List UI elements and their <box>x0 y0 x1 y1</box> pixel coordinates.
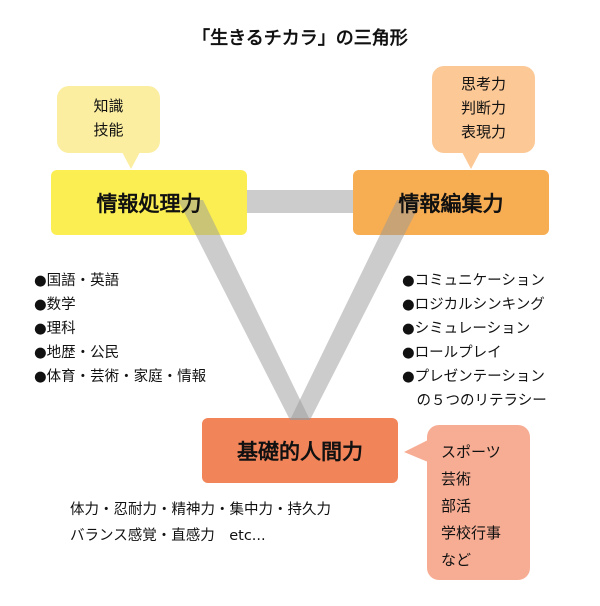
list-item: ●ロジカルシンキング <box>402 297 545 313</box>
bubble-item: 芸術 <box>441 470 472 488</box>
bubble-item: 思考力 <box>460 75 506 93</box>
list-item: の５つのリテラシー <box>402 393 547 409</box>
basic-human-box <box>202 418 398 483</box>
knowledge-bubble-tail <box>122 152 140 169</box>
activities-bubble: スポーツ 芸術 部活 学校行事 など <box>427 425 530 580</box>
bubble-item: 表現力 <box>460 123 506 141</box>
triangle-right-edge <box>290 200 422 420</box>
bubble-item: 知識 <box>93 97 124 115</box>
basic-human-label: 基礎的人間力 <box>237 439 363 464</box>
info-processing-label: 情報処理力 <box>96 191 202 216</box>
diagram-title: 「生きるチカラ」の三角形 <box>192 28 408 49</box>
knowledge-bubble: 知識 技能 <box>57 86 160 153</box>
list-item: ●国語・英語 <box>34 273 120 289</box>
bubble-item: 判断力 <box>460 99 506 117</box>
text-line: バランス感覚・直感力 etc... <box>70 528 266 544</box>
info-processing-label-wrap: 情報処理力 <box>51 170 247 235</box>
thinking-bubble-tail <box>462 152 480 169</box>
bubble-item: 技能 <box>93 121 124 139</box>
list-item: ●数学 <box>34 297 76 313</box>
basic-human-label-wrap: 基礎的人間力 <box>202 418 398 483</box>
list-item: ●シミュレーション <box>402 321 531 337</box>
thinking-bubble: 思考力 判断力 表現力 <box>432 66 535 153</box>
info-editing-label-wrap: 情報編集力 <box>353 170 549 235</box>
list-item: ●地歴・公民 <box>34 345 120 361</box>
literacy-list: ●コミュニケーション ●ロジカルシンキング ●シミュレーション ●ロールプレイ … <box>402 269 547 413</box>
human-qualities-text: 体力・忍耐力・精神力・集中力・持久力 バランス感覚・直感力 etc... <box>70 497 331 549</box>
activities-bubble-tail <box>404 440 428 462</box>
list-item: ●ロールプレイ <box>402 345 502 361</box>
list-item: ●理科 <box>34 321 76 337</box>
bubble-item: スポーツ <box>441 443 501 461</box>
bubble-item: 学校行事 <box>441 524 502 542</box>
list-item: ●体育・芸術・家庭・情報 <box>34 369 207 385</box>
subjects-list: ●国語・英語 ●数学 ●理科 ●地歴・公民 ●体育・芸術・家庭・情報 <box>34 269 206 389</box>
bubble-item: 部活 <box>441 497 472 515</box>
info-editing-label: 情報編集力 <box>398 191 504 216</box>
text-line: 体力・忍耐力・精神力・集中力・持久力 <box>70 502 331 518</box>
list-item: ●コミュニケーション <box>402 273 545 289</box>
triangle-top-edge <box>247 190 353 213</box>
list-item: ●プレゼンテーション <box>402 369 545 385</box>
bubble-item: など <box>441 551 472 569</box>
triangle-left-edge <box>178 200 310 420</box>
